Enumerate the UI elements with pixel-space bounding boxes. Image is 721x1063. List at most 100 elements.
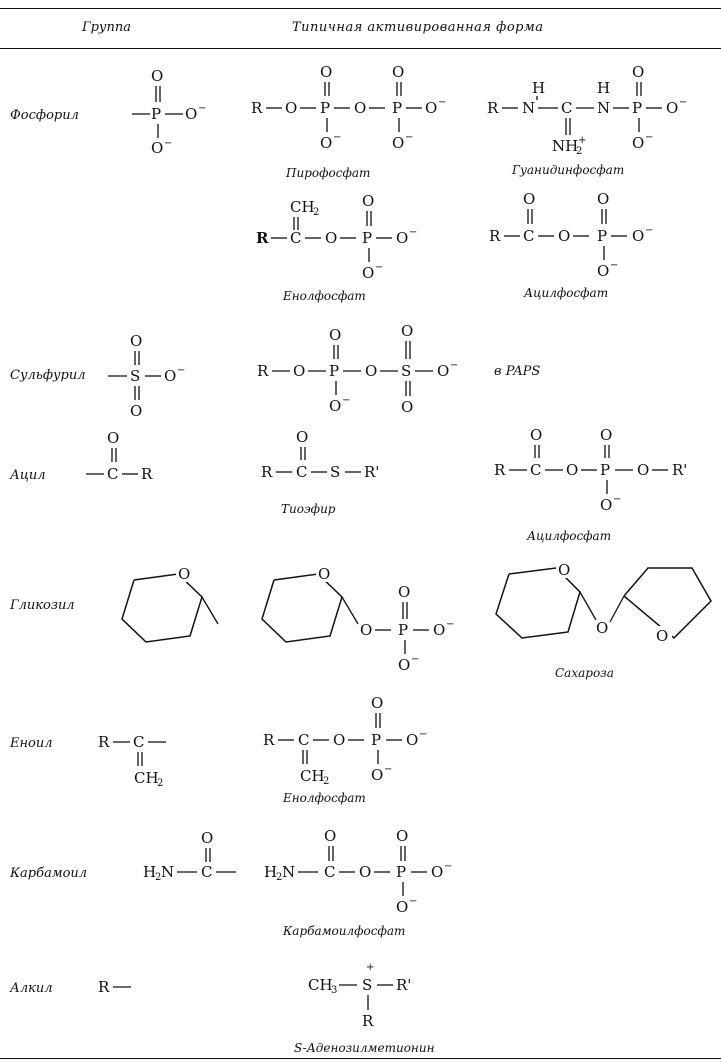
svg-text:O: O	[396, 229, 408, 247]
svg-text:O: O	[151, 139, 163, 157]
svg-text:O: O	[324, 827, 336, 845]
svg-text:O: O	[329, 326, 341, 344]
svg-text:O: O	[558, 561, 570, 579]
svg-text:−: −	[164, 138, 172, 149]
glycosyl-group-formula: O	[121, 564, 219, 643]
svg-text:CH: CH	[290, 198, 315, 216]
svg-text:−: −	[177, 365, 185, 376]
acyl-group-formula: O C R	[86, 429, 153, 483]
svg-text:O: O	[600, 496, 612, 514]
svg-text:−: −	[333, 132, 341, 143]
svg-text:R': R'	[672, 461, 687, 479]
svg-text:CH: CH	[134, 769, 159, 787]
svg-text:P: P	[151, 105, 161, 123]
svg-text:2: 2	[276, 872, 282, 883]
svg-text:N: N	[161, 863, 174, 881]
svg-text:C: C	[296, 463, 307, 481]
caption-guanidinephosphate: Гуанидинфосфат	[511, 163, 624, 177]
svg-text:O: O	[396, 898, 408, 916]
enolphosphate-formula-1: CH2 R C O O P O− O−	[256, 192, 417, 282]
phosphoryl-group-formula: O P O− O−	[132, 67, 206, 157]
svg-text:O: O	[637, 461, 649, 479]
group-label-acyl: Ацил	[9, 468, 46, 483]
svg-text:O: O	[185, 105, 197, 123]
svg-text:−: −	[342, 395, 350, 406]
svg-text:C: C	[107, 465, 118, 483]
svg-text:P: P	[632, 99, 642, 117]
svg-text:O: O	[632, 63, 644, 81]
svg-text:R: R	[98, 733, 110, 751]
caption-paps: в PAPS	[494, 364, 540, 379]
bottom-rule	[0, 1058, 721, 1059]
svg-text:O: O	[437, 362, 449, 380]
header-bottom-rule	[0, 48, 721, 49]
thioester-formula: O R C S R'	[261, 428, 379, 481]
svg-text:R: R	[489, 227, 501, 245]
svg-text:O: O	[354, 99, 366, 117]
svg-text:CH: CH	[308, 976, 333, 994]
svg-text:O: O	[293, 362, 305, 380]
caption-s-adenosylmethionine: S-Аденозилметионин	[294, 1041, 435, 1055]
svg-text:+: +	[366, 962, 374, 973]
group-label-carbamoyl: Карбамоил	[9, 866, 87, 881]
svg-text:O: O	[360, 621, 372, 639]
svg-text:NH: NH	[552, 137, 578, 155]
header-form-column: Типичная активированная форма	[292, 20, 544, 35]
svg-text:−: −	[613, 494, 621, 505]
acylphosphate-formula-2: O R C O O P O R' O−	[494, 426, 687, 514]
svg-text:O: O	[296, 428, 308, 446]
caption-carbamoylphosphate: Карбамоилфосфат	[282, 924, 405, 938]
caption-sucrose: Сахароза	[555, 666, 614, 680]
svg-text:O: O	[398, 583, 410, 601]
guanidinephosphate-formula: R H N C NH2+ H N O P O− O−	[487, 63, 687, 157]
svg-text:C: C	[561, 99, 572, 117]
svg-text:O: O	[362, 192, 374, 210]
svg-text:−: −	[411, 654, 419, 665]
svg-text:−: −	[610, 260, 618, 271]
svg-text:R: R	[98, 978, 110, 996]
svg-text:O: O	[333, 731, 345, 749]
svg-text:−: −	[419, 729, 427, 740]
svg-text:O: O	[666, 99, 678, 117]
svg-text:O: O	[285, 99, 297, 117]
sulfuryl-group-formula: O S O− O	[108, 332, 185, 420]
group-label-enoyl: Еноил	[9, 736, 53, 751]
svg-text:O: O	[325, 229, 337, 247]
svg-text:O: O	[600, 426, 612, 444]
caption-thioester: Тиоэфир	[281, 502, 336, 516]
svg-text:R: R	[251, 99, 263, 117]
svg-text:R: R	[261, 463, 273, 481]
svg-text:O: O	[130, 332, 142, 350]
svg-text:2: 2	[576, 146, 582, 157]
svg-text:H: H	[264, 863, 277, 881]
group-label-glycosyl: Гликозил	[9, 598, 75, 613]
svg-text:C: C	[133, 733, 144, 751]
svg-text:−: −	[645, 132, 653, 143]
caption-pyrophosphate: Пирофосфат	[285, 166, 370, 180]
svg-text:S: S	[401, 362, 411, 380]
svg-text:−: −	[679, 97, 687, 108]
acylphosphate-formula-1: O R C O O P O− O−	[489, 190, 653, 280]
caption-acylphosphate-2: Ацилфосфат	[526, 529, 611, 543]
svg-text:R: R	[263, 731, 275, 749]
svg-text:P: P	[362, 229, 372, 247]
svg-text:2: 2	[313, 207, 319, 218]
paps-formula: R O O P O− O O S O− O	[257, 322, 458, 416]
svg-text:R: R	[257, 362, 269, 380]
svg-text:R: R	[362, 1012, 374, 1030]
svg-text:−: −	[409, 896, 417, 907]
svg-text:P: P	[600, 461, 610, 479]
svg-text:P: P	[371, 731, 381, 749]
pyrophosphate-formula: R O O P O− O O P O− O−	[251, 63, 446, 152]
svg-text:−: −	[450, 360, 458, 371]
svg-text:O: O	[425, 99, 437, 117]
caption-enolphosphate-1: Енолфосфат	[282, 289, 366, 303]
svg-text:O: O	[406, 731, 418, 749]
svg-text:O: O	[359, 863, 371, 881]
svg-text:O: O	[151, 67, 163, 85]
svg-text:O: O	[362, 264, 374, 282]
svg-text:−: −	[409, 227, 417, 238]
